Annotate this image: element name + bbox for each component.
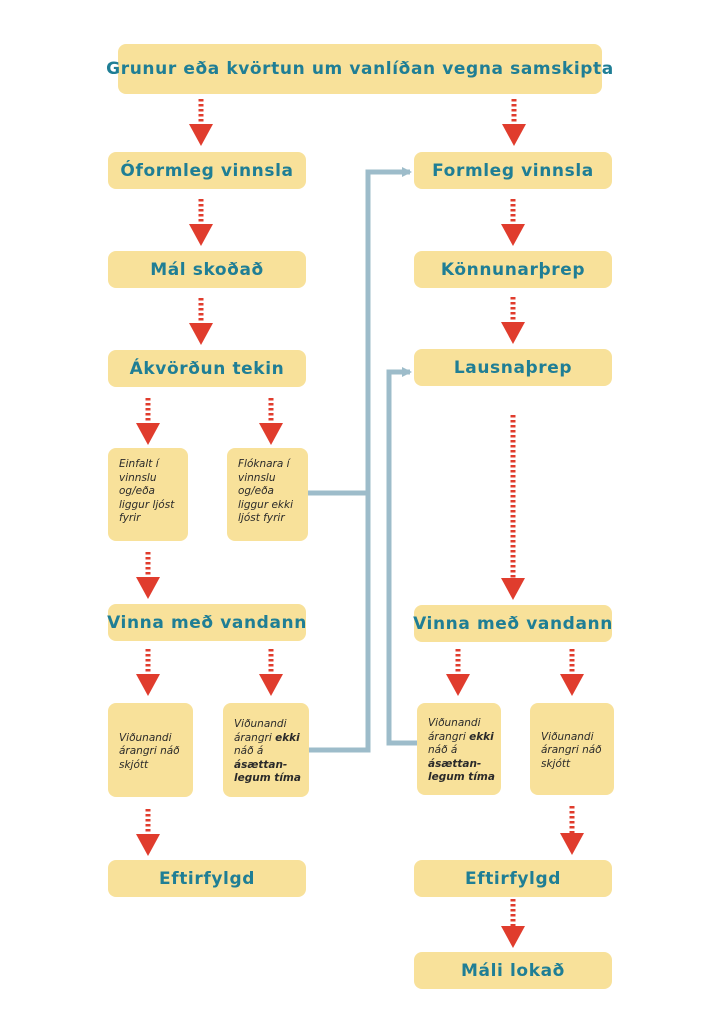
node-result-fast-left: Viðunandi árangri náð skjótt (108, 703, 193, 797)
arrow-start-to-informal (189, 99, 213, 146)
node-result-not-left-label: Viðunandi árangri ekki náð á ásættan-leg… (234, 718, 303, 786)
node-informal-label: Óformleg vinnsla (120, 160, 294, 181)
node-work-problem-right: Vinna með vandann (413, 605, 613, 642)
node-work-problem-left-label: Vinna með vandann (107, 612, 307, 633)
arrow-follow-up-to-closed (501, 899, 525, 948)
node-simple-case-label: Einfalt í vinnslu og/eða liggur ljóst fy… (119, 458, 175, 524)
node-investigation-stage: Könnunarþrep (414, 251, 612, 288)
arrow-decision-to-simple (136, 398, 160, 445)
node-result-fast-right: Viðunandi árangri náð skjótt (530, 703, 614, 795)
node-result-fast-right-label: Viðunandi árangri náð skjótt (541, 730, 602, 770)
arrow-informal-to-case-examined (189, 199, 213, 246)
result-not-right-part1: Viðunandi árangri (428, 717, 481, 743)
node-case-examined: Mál skoðað (108, 251, 306, 288)
result-not-right-emph1: ekki (469, 730, 494, 743)
node-solution-stage-label: Lausnaþrep (453, 357, 573, 378)
arrow-solution-to-work (501, 415, 525, 600)
node-case-closed: Máli lokað (414, 952, 612, 989)
node-complex-case-label: Flóknara í vinnslu og/eða liggur ekki lj… (238, 458, 294, 524)
node-simple-case: Einfalt í vinnslu og/eða liggur ljóst fy… (108, 448, 188, 541)
node-decision-made: Ákvörðun tekin (108, 350, 306, 387)
arrow-fast-left-to-follow-up (136, 809, 160, 856)
node-follow-up-right: Eftirfylgd (414, 860, 612, 897)
node-result-not-right-label: Viðunandi árangri ekki náð á ásættan-leg… (428, 717, 495, 785)
arrow-work-left-to-not (259, 649, 283, 696)
node-follow-up-left: Eftirfylgd (108, 860, 306, 897)
arrow-formal-to-investigation (501, 199, 525, 246)
node-work-problem-left: Vinna með vandann (107, 604, 307, 641)
result-not-left-part2: náð á (234, 745, 264, 758)
arrow-work-left-to-fast (136, 649, 160, 696)
node-result-not-left: Viðunandi árangri ekki náð á ásættan-leg… (223, 703, 309, 797)
node-solution-stage: Lausnaþrep (414, 349, 612, 386)
node-start: Grunur eða kvörtun um vanlíðan vegna sam… (106, 44, 613, 94)
node-case-closed-label: Máli lokað (461, 960, 565, 981)
node-complex-case: Flóknara í vinnslu og/eða liggur ekki lj… (227, 448, 308, 541)
node-case-examined-label: Mál skoðað (150, 259, 264, 280)
arrow-start-to-formal (502, 99, 526, 146)
arrow-fast-right-to-follow-up (560, 806, 584, 855)
node-result-not-right: Viðunandi árangri ekki náð á ásættan-leg… (417, 703, 501, 795)
arrow-decision-to-complex (259, 398, 283, 445)
result-not-right-part2: náð á (428, 744, 458, 757)
node-start-label: Grunur eða kvörtun um vanlíðan vegna sam… (106, 59, 614, 79)
arrow-investigation-to-solution (501, 297, 525, 344)
node-follow-up-right-label: Eftirfylgd (465, 868, 561, 889)
node-follow-up-left-label: Eftirfylgd (159, 868, 255, 889)
connector-result-not-right-to-solution (386, 367, 418, 746)
result-not-left-emph1: ekki (275, 731, 300, 744)
result-not-left-emph2: ásættan-legum tíma (234, 758, 301, 785)
arrow-case-examined-to-decision (189, 298, 213, 345)
node-decision-made-label: Ákvörðun tekin (129, 358, 285, 379)
result-not-right-emph2: ásættan-legum tíma (428, 757, 495, 784)
node-formal-label: Formleg vinnsla (432, 160, 594, 181)
result-not-left-part1: Viðunandi árangri (234, 718, 287, 744)
connector-result-not-to-formal (308, 493, 371, 753)
node-work-problem-right-label: Vinna með vandann (413, 613, 613, 634)
node-investigation-stage-label: Könnunarþrep (440, 259, 586, 280)
node-result-fast-left-label: Viðunandi árangri náð skjótt (119, 731, 180, 771)
connector-complex-to-formal (308, 167, 412, 496)
arrow-work-right-to-fast (560, 649, 584, 696)
arrow-work-right-to-not (446, 649, 470, 696)
arrow-simple-to-work (136, 552, 160, 599)
node-informal: Óformleg vinnsla (108, 152, 306, 189)
node-formal: Formleg vinnsla (414, 152, 612, 189)
